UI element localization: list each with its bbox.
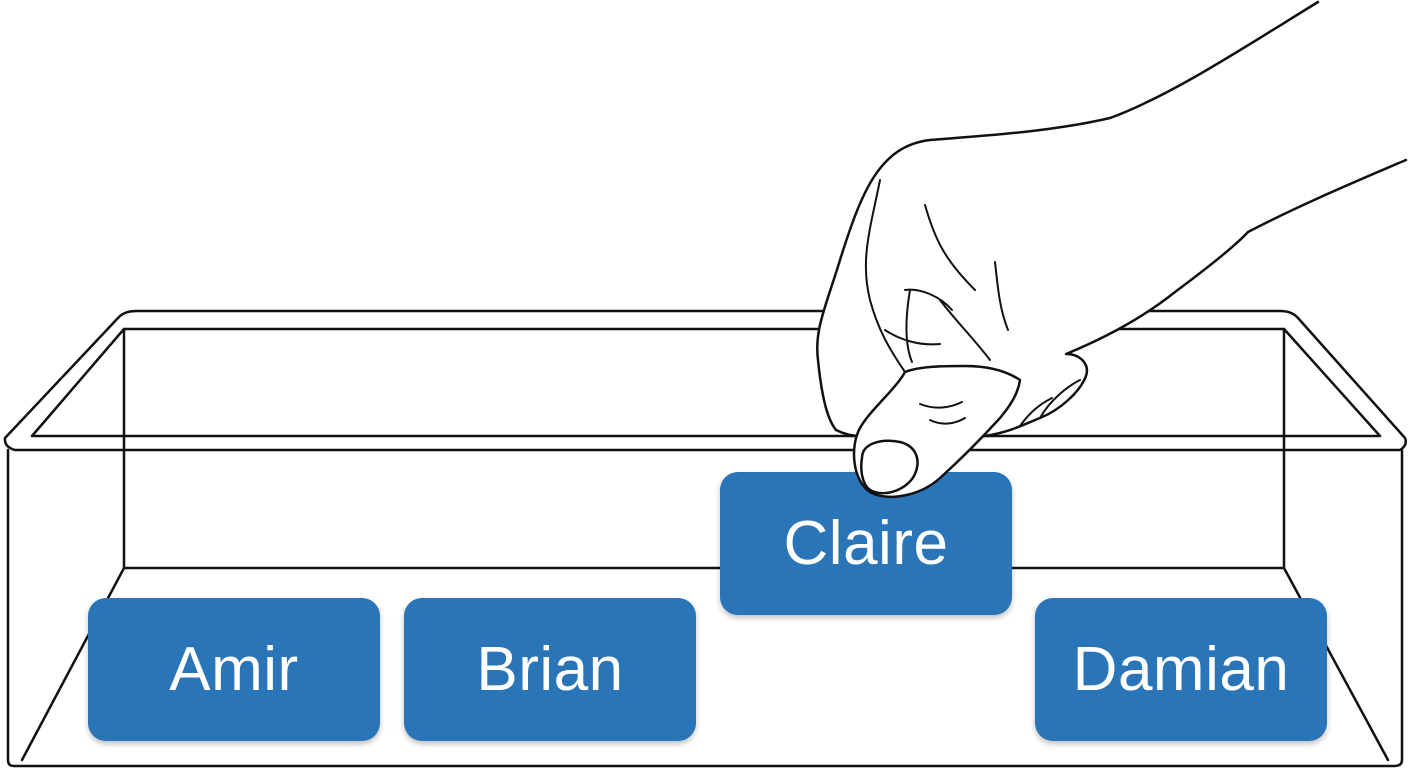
name-card-claire[interactable]: Claire xyxy=(720,472,1012,615)
hand-back-layer xyxy=(816,0,1408,439)
name-card-label: Amir xyxy=(169,635,299,704)
name-card-label: Damian xyxy=(1072,635,1290,704)
name-card-label: Claire xyxy=(783,509,949,578)
name-card-brian[interactable]: Brian xyxy=(404,598,696,741)
name-card-amir[interactable]: Amir xyxy=(88,598,380,741)
name-card-damian[interactable]: Damian xyxy=(1035,598,1327,741)
name-card-label: Brian xyxy=(476,635,624,704)
